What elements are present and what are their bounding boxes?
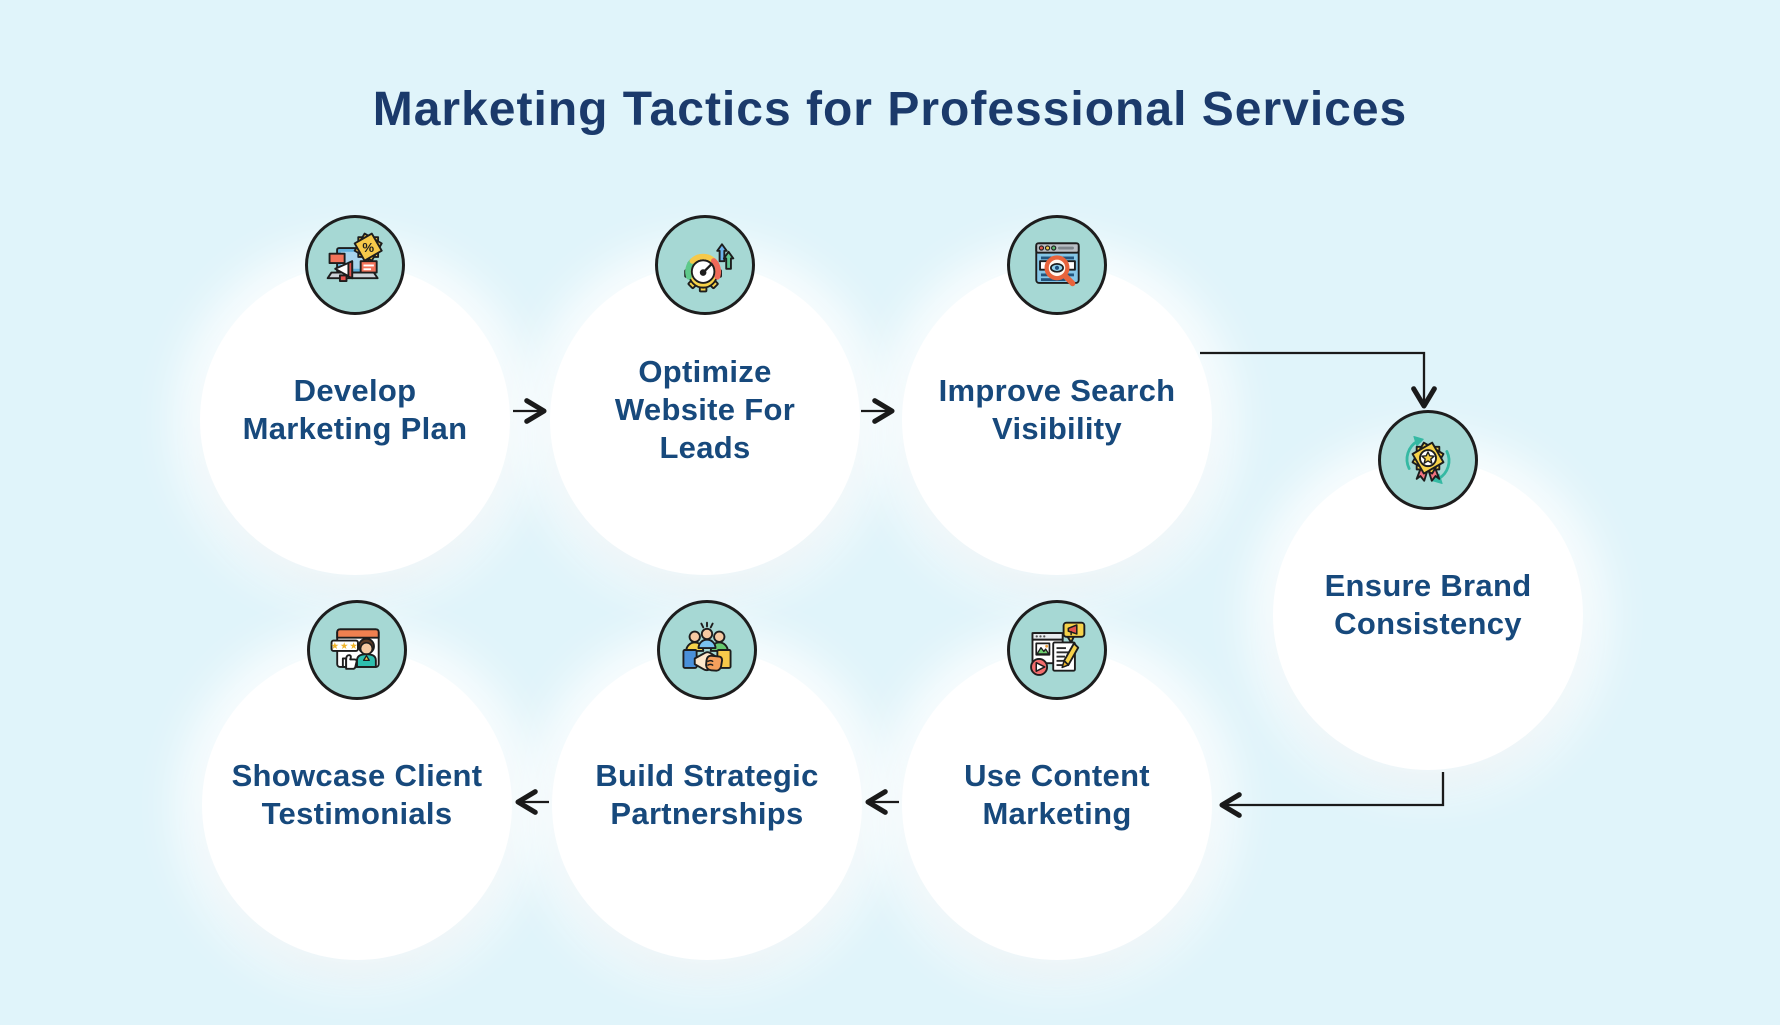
node-label: Build Strategic Partnerships (595, 758, 819, 831)
svg-text:★★★: ★★★ (331, 640, 359, 651)
icon-badge (1007, 600, 1107, 700)
node-improve-search-visibility: Improve Search Visibility (902, 215, 1212, 575)
node-optimize-website-for-leads: Optimize Website For Leads (550, 215, 860, 575)
node-label: Ensure Brand Consistency (1324, 568, 1532, 641)
handshake-team-icon (682, 621, 732, 672)
node-label: Develop Marketing Plan (242, 373, 468, 446)
icon-badge (657, 600, 757, 700)
connector-search-to-brand (1200, 351, 1437, 409)
node-label: Showcase Client Testimonials (231, 758, 483, 831)
node-label: Improve Search Visibility (938, 373, 1176, 446)
node-develop-marketing-plan: % Develop Marketing Plan (200, 215, 510, 575)
laptop-megaphone-percent-icon: % (326, 232, 383, 282)
icon-badge: ★★★ (307, 600, 407, 700)
page-title: Marketing Tactics for Professional Servi… (372, 83, 1408, 136)
node-ensure-brand-consistency: Ensure Brand Consistency (1273, 410, 1583, 770)
connector-brand-to-content (1219, 772, 1445, 818)
node-label: Use Content Marketing (964, 758, 1150, 831)
content-document-media-icon (1030, 621, 1086, 676)
speedometer-gear-growth-icon (684, 243, 735, 293)
icon-badge: % (305, 215, 405, 315)
icon-badge (655, 215, 755, 315)
node-use-content-marketing: Use Content Marketing (902, 600, 1212, 960)
icon-badge (1378, 410, 1478, 510)
award-badge-cycle-icon (1405, 435, 1451, 485)
node-showcase-client-testimonials: ★★★ Showcase Client Testimonials (202, 600, 512, 960)
node-build-strategic-partnerships: Build Strategic Partnerships (552, 600, 862, 960)
icon-badge (1007, 215, 1107, 315)
svg-text:%: % (362, 240, 374, 255)
browser-magnifier-eye-icon (1035, 242, 1080, 287)
node-label: Optimize Website For Leads (614, 354, 796, 465)
testimonial-review-icon: ★★★ (330, 628, 380, 670)
